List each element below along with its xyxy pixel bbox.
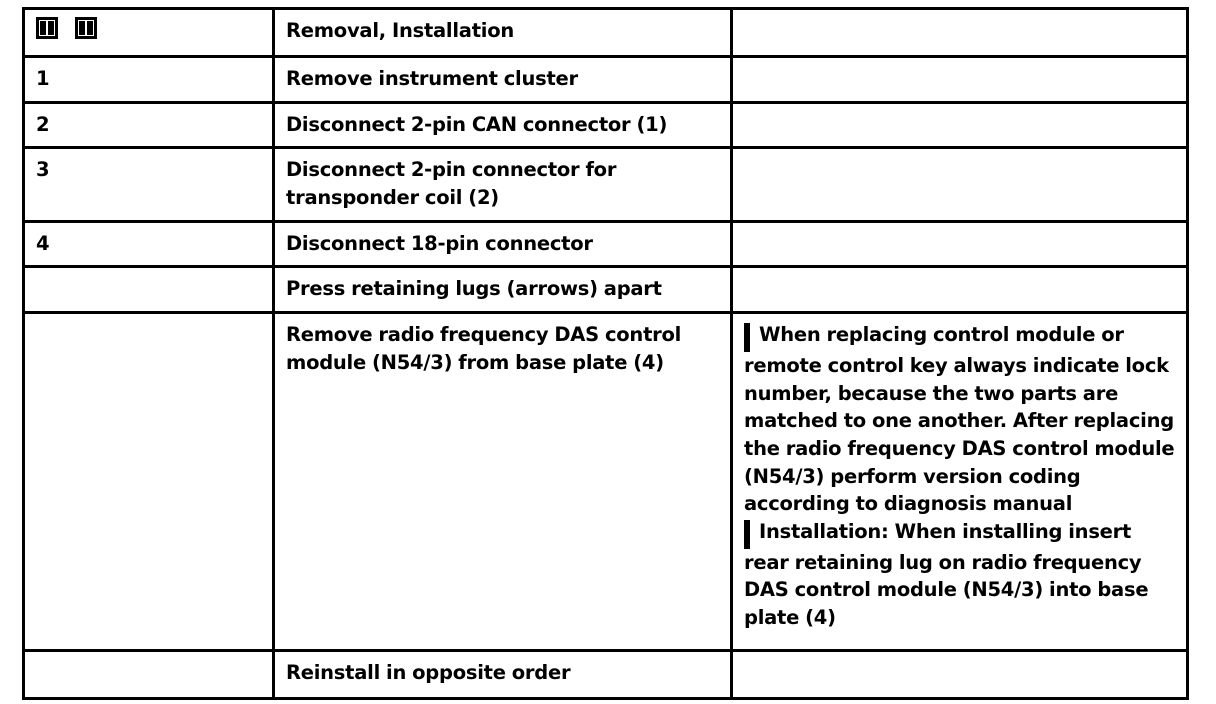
step-number: [22, 649, 275, 701]
table-header-row: Removal, Installation: [22, 7, 1189, 58]
tool-icon: [36, 17, 58, 39]
work-step-label: Disconnect 18-pin connector: [286, 231, 593, 255]
work-step-text: Disconnect 18-pin connector: [272, 219, 733, 269]
tool-icon: [75, 17, 98, 39]
table-row: Press retaining lugs (arrows) apart: [22, 265, 1189, 315]
work-step-label: Reinstall in opposite order: [286, 661, 571, 685]
info-icon: [744, 323, 750, 353]
icon-group: [36, 17, 261, 41]
info-icon: [744, 519, 750, 549]
note-cell: [730, 649, 1189, 701]
table-row: Remove radio frequency DAS control modul…: [22, 311, 1189, 653]
note-cell: [730, 55, 1189, 104]
note-cell: When replacing control module or remote …: [730, 311, 1189, 653]
header-cell-title: Removal, Installation: [272, 7, 733, 58]
work-step-label: Remove radio frequency DAS control modul…: [286, 323, 682, 374]
table-row: 1 Remove instrument cluster: [22, 55, 1189, 104]
work-step-text: Remove radio frequency DAS control modul…: [272, 311, 733, 653]
work-step-text: Reinstall in opposite order: [272, 649, 733, 701]
note-paragraph: When replacing control module or remote …: [744, 321, 1175, 518]
step-number: 1: [22, 55, 275, 104]
work-step-text: Disconnect 2-pin connector for transpond…: [272, 146, 733, 223]
note-cell: [730, 219, 1189, 269]
table-row: 2 Disconnect 2-pin CAN connector (1): [22, 100, 1189, 150]
procedure-table: Removal, Installation 1 Remove instrumen…: [22, 7, 1189, 701]
note-text: Installation: When installing insert rea…: [744, 519, 1149, 629]
work-step-text: Disconnect 2-pin CAN connector (1): [272, 100, 733, 150]
note-cell: [730, 100, 1189, 150]
step-number: [22, 265, 275, 315]
page-title: Removal, Installation: [286, 19, 514, 42]
step-number: 2: [22, 100, 275, 150]
work-step-text: Press retaining lugs (arrows) apart: [272, 265, 733, 315]
note-text: When replacing control module or remote …: [744, 323, 1175, 516]
work-step-text: Remove instrument cluster: [272, 55, 733, 104]
work-step-label: Press retaining lugs (arrows) apart: [286, 277, 662, 301]
note-paragraph: Installation: When installing insert rea…: [744, 518, 1175, 632]
note-cell: [730, 146, 1189, 223]
table-row: Reinstall in opposite order: [22, 649, 1189, 701]
work-step-label: Disconnect 2-pin connector for transpond…: [286, 158, 617, 210]
table-row: 3 Disconnect 2-pin connector for transpo…: [22, 146, 1189, 223]
note-cell: [730, 265, 1189, 315]
header-cell-icons: [22, 7, 275, 58]
step-number: 3: [22, 146, 275, 223]
work-step-label: Remove instrument cluster: [286, 67, 578, 90]
step-number: [22, 311, 275, 653]
table-row: 4 Disconnect 18-pin connector: [22, 219, 1189, 269]
work-step-label: Disconnect 2-pin CAN connector (1): [286, 112, 668, 136]
header-cell-note: [730, 7, 1189, 58]
step-number: 4: [22, 219, 275, 269]
